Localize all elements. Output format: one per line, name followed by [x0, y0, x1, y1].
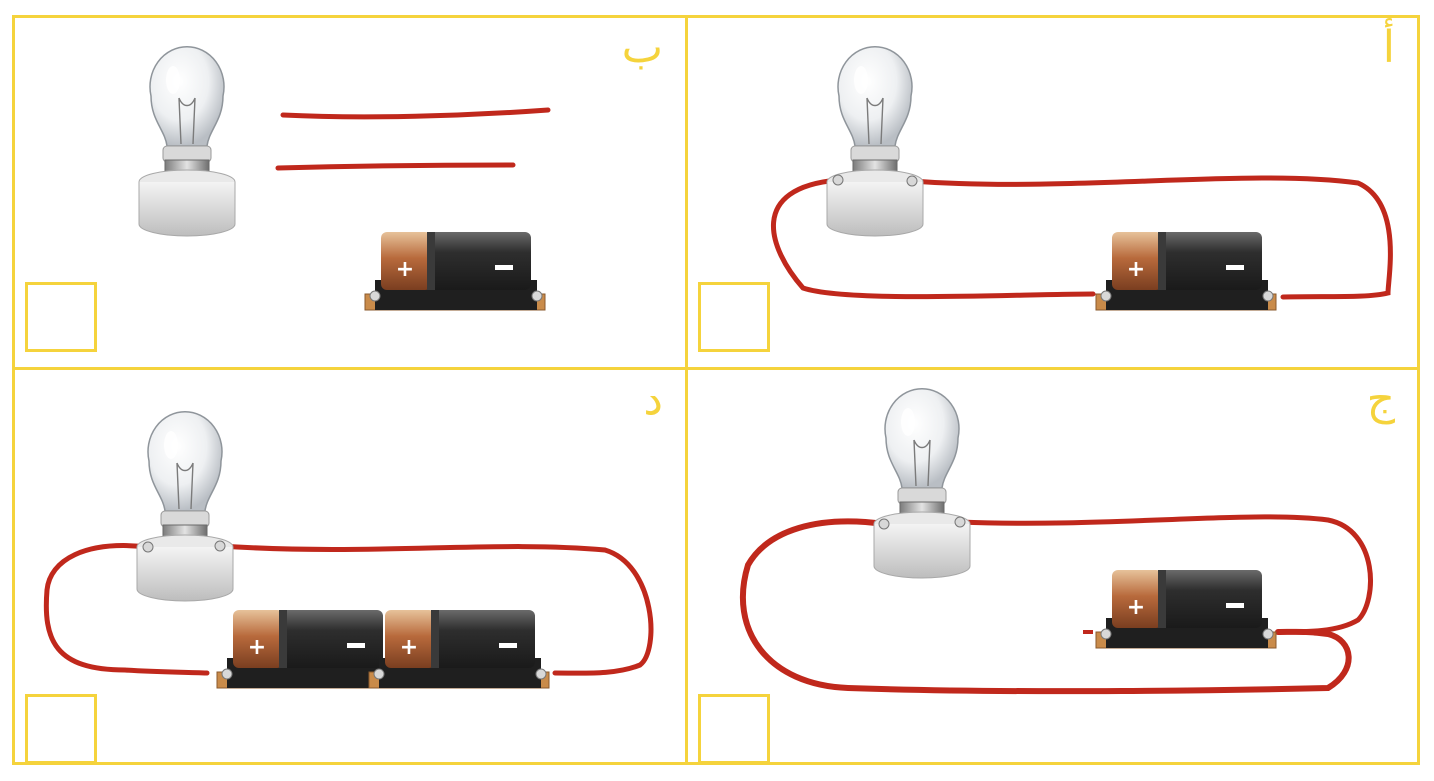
quiz-grid: أ ب ج [12, 15, 1420, 765]
panel-label: أ [1382, 22, 1395, 73]
wire-icon [957, 514, 1373, 635]
panel-label: ب [621, 22, 663, 73]
answer-checkbox-a[interactable] [698, 282, 770, 352]
panel-b: ب [12, 15, 688, 370]
battery-icon [364, 231, 546, 311]
wire-icon [280, 107, 551, 120]
wire-icon [740, 518, 1352, 695]
battery-icon [1095, 569, 1277, 649]
panel-a: أ [685, 15, 1420, 370]
wire-icon [43, 543, 210, 676]
answer-checkbox-d[interactable] [25, 694, 97, 762]
panel-d: د [12, 367, 688, 765]
panel-label: د [643, 374, 663, 425]
circuit-j-diagram [740, 388, 1373, 695]
answer-checkbox-j[interactable] [698, 694, 770, 762]
circuit-a-diagram [770, 46, 1393, 311]
panel-j: ج [685, 367, 1420, 765]
circuit-b-diagram [138, 46, 551, 311]
lightbulb-icon [136, 411, 234, 602]
battery-icon [1095, 231, 1277, 311]
wire-icon [909, 175, 1393, 300]
lightbulb-icon [138, 46, 236, 237]
lightbulb-icon [873, 388, 971, 579]
panel-label: ج [1366, 374, 1395, 425]
lightbulb-icon [826, 46, 924, 237]
wire-icon [770, 177, 1096, 300]
circuit-d-diagram [43, 411, 654, 689]
answer-checkbox-b[interactable] [25, 282, 97, 352]
wire-icon [275, 162, 516, 171]
battery-icon [368, 609, 550, 689]
wire-icon [217, 543, 654, 676]
